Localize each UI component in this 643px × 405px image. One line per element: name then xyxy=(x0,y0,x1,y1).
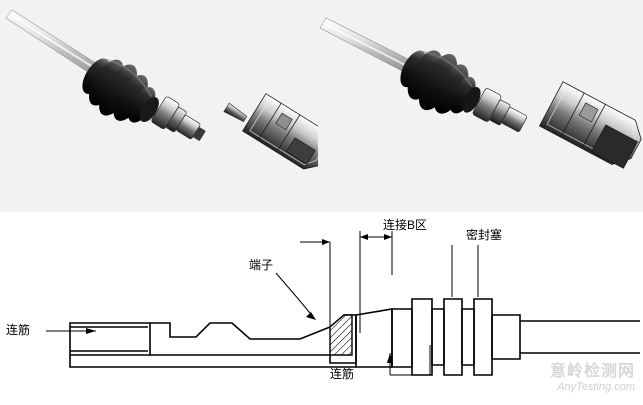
terminal-outline xyxy=(69,298,640,376)
terminal-body-left xyxy=(242,93,318,170)
terminal-pin-left xyxy=(223,102,248,122)
rubber-boot-right xyxy=(400,50,481,114)
label-lianjie-b-qu: 连接B区 xyxy=(383,218,428,232)
watermark-line-2: AnyTesting.com xyxy=(557,381,635,394)
leader-lianjin-left xyxy=(46,328,96,334)
label-lianjin-left: 连筋 xyxy=(6,323,31,337)
label-duanzi: 端子 xyxy=(249,258,274,272)
crimp-barrel-left xyxy=(151,96,206,141)
crimp-barrel-right xyxy=(472,88,528,132)
rubber-boot-left xyxy=(82,57,159,123)
terminal-baseline xyxy=(69,355,356,368)
photo-left-connector-terminal xyxy=(0,0,318,212)
label-mifengsai: 密封塞 xyxy=(466,228,503,242)
label-lianjin-bottom: 连筋 xyxy=(330,367,355,381)
photo-right-connector-terminal xyxy=(318,0,643,212)
leader-duanzi xyxy=(275,272,316,320)
terminal-cross-section-diagram: 连筋 端子 连接B区 密封塞 连筋 意岭检测网 AnyTesting.com xyxy=(0,215,643,400)
dimension-lines xyxy=(300,231,479,333)
watermark-line-1: 意岭检测网 xyxy=(549,362,635,380)
terminal-body-right xyxy=(538,81,642,169)
watermark: 意岭检测网 AnyTesting.com xyxy=(550,363,635,394)
